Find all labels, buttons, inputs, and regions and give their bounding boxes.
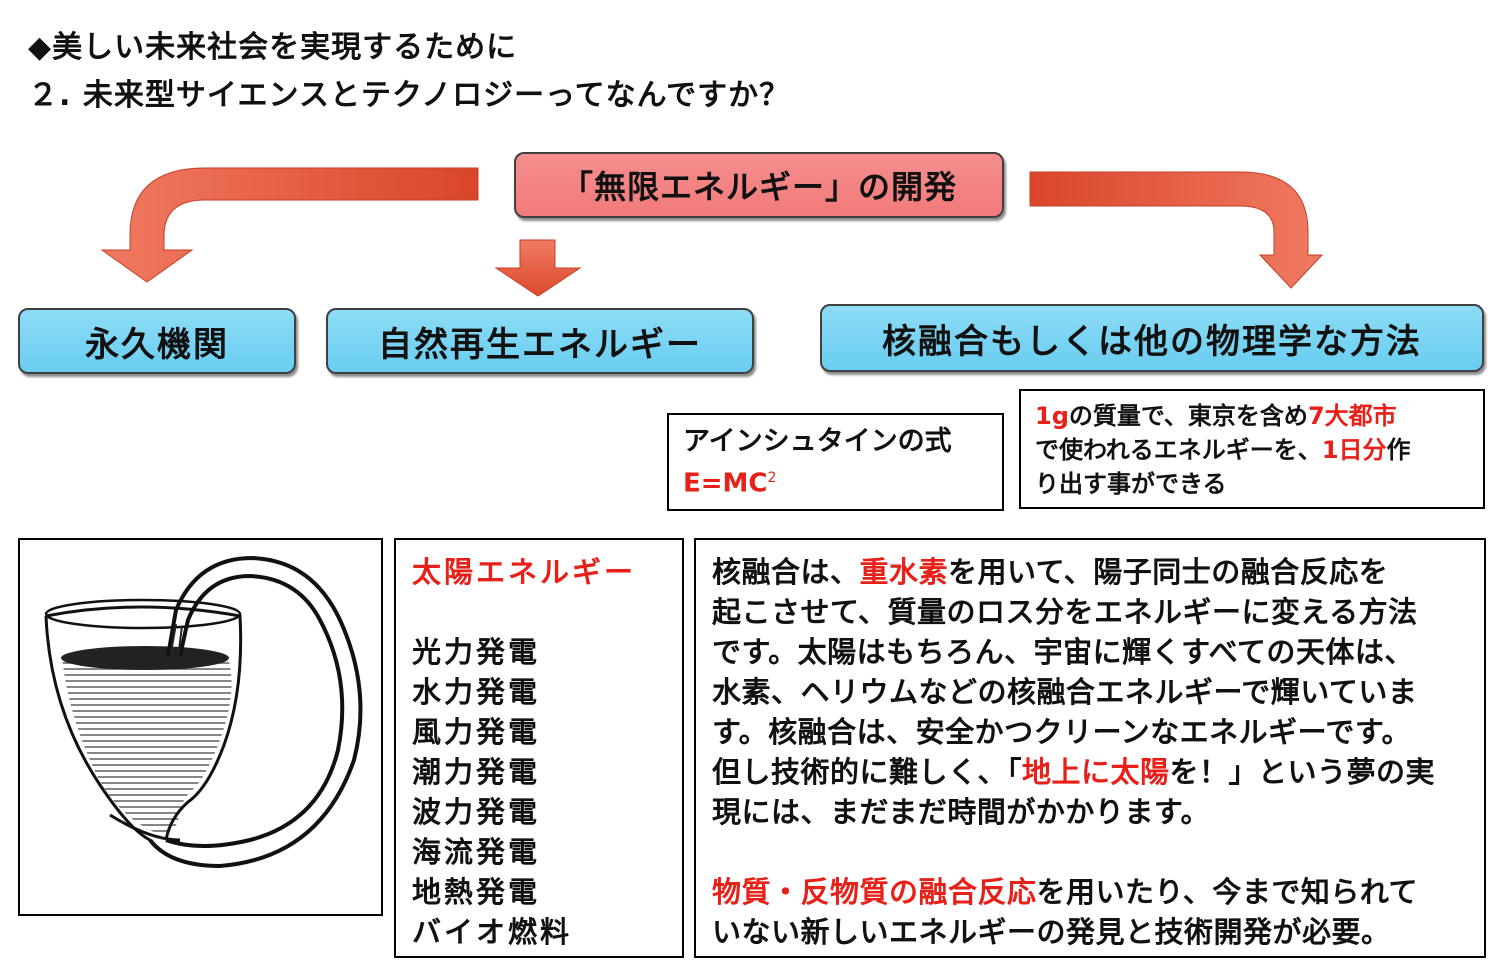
renewables-box: 太陽エネルギー 光力発電 水力発電 風力発電 潮力発電 波力発電 海流発電 地熱… — [394, 538, 684, 958]
fusion-line: 現には、まだまだ時間がかかります。 — [712, 795, 1211, 829]
renewables-item: 潮力発電 — [412, 755, 541, 789]
fusion-line: 起こさせて、質量のロス分をエネルギーに変える方法 — [712, 595, 1418, 629]
renewables-item: 光力発電 — [412, 635, 541, 669]
fusion-explanation-box: 核融合は、重水素を用いて、陽子同士の融合反応を 起こさせて、質量のロス分をエネル… — [694, 538, 1486, 958]
renewables-item: 波力発電 — [412, 795, 541, 829]
renewables-item: 海流発電 — [412, 835, 541, 869]
category-renewable: 自然再生エネルギー — [326, 308, 754, 374]
mass-note-line-3: り出す事ができる — [1035, 470, 1227, 498]
einstein-formula: E=MC2 — [683, 468, 777, 499]
mass-note-line-1: 1gの質量で、東京を含め7大都市 — [1035, 402, 1397, 430]
perpetual-motion-image-box — [18, 538, 383, 916]
fusion-line: です。太陽はもちろん、宇宙に輝くすべての天体は、 — [712, 635, 1414, 669]
category-label: 核融合もしくは他の物理学な方法 — [882, 321, 1422, 362]
einstein-label: アインシュタインの式 — [683, 426, 952, 457]
category-perpetual-motion: 永久機関 — [18, 308, 296, 374]
heading-line-2: ２. 未来型サイエンスとテクノロジーってなんですか？ — [28, 78, 791, 113]
mass-note-line-2: で使われるエネルギーを、1日分作 — [1035, 436, 1411, 464]
renewables-heading: 太陽エネルギー — [412, 555, 637, 589]
unlimited-energy-label: 「無限エネルギー」の開発 — [560, 168, 957, 206]
renewables-item: 水力発電 — [412, 675, 541, 709]
renewables-item: 地熱発電 — [412, 875, 541, 909]
perpetual-motion-cup-illustration — [44, 555, 363, 869]
category-label: 永久機関 — [85, 324, 229, 365]
renewables-item: バイオ燃料 — [412, 915, 573, 949]
unlimited-energy-box: 「無限エネルギー」の開発 — [514, 152, 1004, 218]
arrow-middle — [494, 239, 582, 297]
renewables-item: 風力発電 — [412, 715, 541, 749]
fusion-line: 水素、ヘリウムなどの核融合エネルギーで輝いていま — [712, 675, 1418, 709]
category-fusion: 核融合もしくは他の物理学な方法 — [820, 304, 1484, 372]
fusion-line: いない新しいエネルギーの発見と技術開発が必要。 — [712, 915, 1391, 949]
arrow-right — [1029, 171, 1324, 289]
arrow-left — [100, 167, 479, 283]
einstein-box: アインシュタインの式 E=MC2 — [667, 413, 1004, 511]
fusion-line: す。核融合は、安全かつクリーンなエネルギーです。 — [712, 715, 1412, 749]
fusion-line: 核融合は、重水素を用いて、陽子同士の融合反応を — [712, 555, 1389, 589]
mass-note-box: 1gの質量で、東京を含め7大都市 で使われるエネルギーを、1日分作 り出す事がで… — [1019, 389, 1485, 509]
fusion-line: 但し技術的に難しく、「地上に太陽を！」という夢の実 — [712, 755, 1436, 789]
heading-line-1: ◆美しい未来社会を実現するために — [28, 30, 518, 65]
category-label: 自然再生エネルギー — [378, 324, 702, 365]
fusion-line: 物質・反物質の融合反応を用いたり、今まで知られて — [712, 875, 1418, 909]
